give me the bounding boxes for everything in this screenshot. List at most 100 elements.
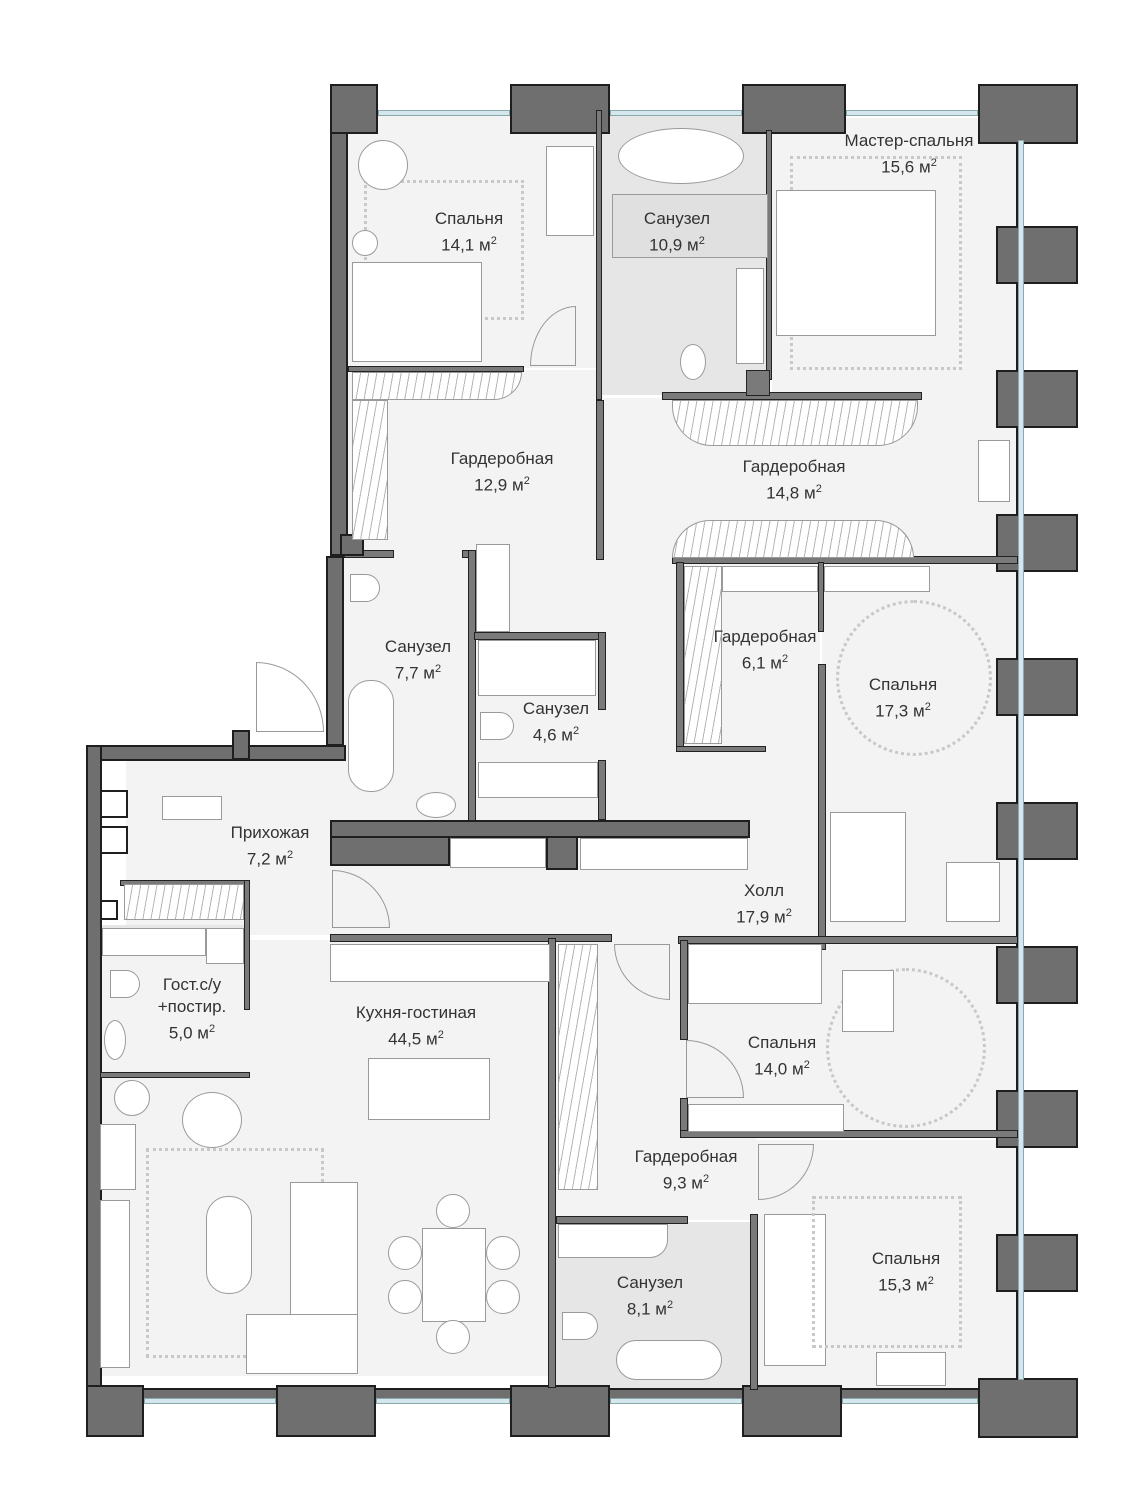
built-in-bathtub <box>478 640 596 696</box>
washing-machine <box>206 928 244 964</box>
room-area: 5,0 м2 <box>168 1023 216 1043</box>
room-name: Прихожая <box>230 823 310 842</box>
room-label-bathroom-4: Санузел 8,1 м2 <box>617 1272 683 1321</box>
room-name: Кухня-гостиная <box>355 1003 477 1022</box>
round-rug <box>826 968 986 1128</box>
floor-hall <box>330 540 820 940</box>
bed <box>352 262 482 362</box>
room-label-kitchen-living: Кухня-гостиная 44,5 м2 <box>356 1002 476 1051</box>
interior-wall <box>746 370 770 396</box>
room-area: 10,9 м2 <box>649 235 705 255</box>
interior-wall <box>556 1216 688 1224</box>
armchair <box>182 1092 242 1148</box>
kitchen-counter <box>330 944 550 982</box>
room-area: 8,1 м2 <box>626 1299 674 1319</box>
room-name: Санузел <box>522 699 590 718</box>
room-label-bathroom-1: Санузел 10,9 м2 <box>644 208 710 257</box>
facade-pier <box>742 1385 842 1437</box>
dining-chair <box>436 1194 470 1228</box>
room-label-wardrobe-4: Гардеробная 9,3 м2 <box>635 1146 738 1195</box>
dining-chair <box>486 1236 520 1270</box>
outer-wall-north-left <box>330 86 348 556</box>
room-name: Гардеробная <box>742 457 846 476</box>
hall-cabinets <box>580 838 748 870</box>
wardrobe-rail <box>672 400 918 446</box>
room-label-bedroom-4: Спальня 15,3 м2 <box>872 1248 940 1297</box>
entry-cabinet <box>100 790 128 818</box>
window-glazing <box>378 110 510 116</box>
window-glazing <box>842 1398 978 1404</box>
room-area: 4,6 м2 <box>532 725 580 745</box>
toilet <box>480 712 514 740</box>
bed <box>764 1214 826 1366</box>
facade-pier <box>996 370 1078 428</box>
service-core-wall <box>330 820 750 838</box>
cabinet <box>476 544 510 632</box>
room-label-bedroom-3: Спальня 14,0 м2 <box>748 1032 816 1081</box>
round-rug <box>836 600 992 756</box>
interior-wall <box>680 940 688 1040</box>
facade-pier <box>996 226 1078 284</box>
facade-pier <box>330 84 378 134</box>
interior-wall <box>598 760 606 820</box>
room-label-wardrobe-2: Гардеробная 14,8 м2 <box>743 456 846 505</box>
desk <box>842 970 894 1032</box>
room-name: Санузел <box>643 209 711 228</box>
window-glazing <box>144 1398 276 1404</box>
dining-chair <box>388 1236 422 1270</box>
desk <box>978 440 1010 502</box>
bed <box>776 190 936 336</box>
desk <box>546 146 594 236</box>
sink <box>104 1020 126 1060</box>
window-glazing <box>376 1398 510 1404</box>
shower-area <box>612 194 768 258</box>
coffee-table <box>206 1196 252 1294</box>
interior-wall <box>548 938 556 1388</box>
room-area: 15,6 м2 <box>881 157 937 177</box>
interior-wall <box>330 934 612 942</box>
room-area: 14,0 м2 <box>754 1059 810 1079</box>
room-label-master-bedroom: Мастер-спальня 15,6 м2 <box>844 130 973 179</box>
interior-wall <box>468 550 476 822</box>
entrance-door-swing <box>256 662 324 732</box>
service-core-wall <box>330 836 450 866</box>
outer-wall-entry-step <box>86 745 346 761</box>
dining-chair <box>436 1320 470 1354</box>
dining-chair <box>486 1280 520 1314</box>
room-area: 7,2 м2 <box>246 849 294 869</box>
window-glazing <box>1018 140 1024 1380</box>
room-name: Спальня <box>868 675 938 694</box>
toilet <box>562 1312 598 1340</box>
interior-wall <box>662 392 922 400</box>
room-label-bathroom-2: Санузел 7,7 м2 <box>385 636 451 685</box>
sofa-chaise <box>246 1314 358 1374</box>
double-sink <box>736 268 764 364</box>
facade-pier <box>86 1385 144 1437</box>
room-area: 17,3 м2 <box>875 701 931 721</box>
interior-wall <box>818 562 824 632</box>
room-area: 44,5 м2 <box>388 1029 444 1049</box>
toilet <box>350 574 380 602</box>
interior-wall <box>474 632 604 640</box>
interior-wall <box>348 366 524 372</box>
double-vanity <box>558 1224 668 1258</box>
bathtub <box>616 1340 722 1380</box>
floor-wardrobe-1 <box>348 370 598 550</box>
interior-wall <box>676 562 684 752</box>
interior-wall <box>750 1214 758 1390</box>
wardrobe-rail <box>352 372 522 400</box>
room-name: Холл <box>743 881 785 900</box>
room-area: 14,1 м2 <box>441 235 497 255</box>
bathtub <box>348 680 394 792</box>
window-glazing <box>610 1398 742 1404</box>
room-name-line1: Гост.с/у <box>162 975 222 994</box>
service-core-wall <box>546 836 578 870</box>
facade-pier <box>996 658 1078 716</box>
shelf <box>688 1104 844 1132</box>
facade-pier <box>996 1234 1078 1292</box>
room-name: Санузел <box>616 1273 684 1292</box>
facade-pier <box>996 802 1078 860</box>
room-area: 17,9 м2 <box>736 907 792 927</box>
interior-wall <box>596 400 604 560</box>
